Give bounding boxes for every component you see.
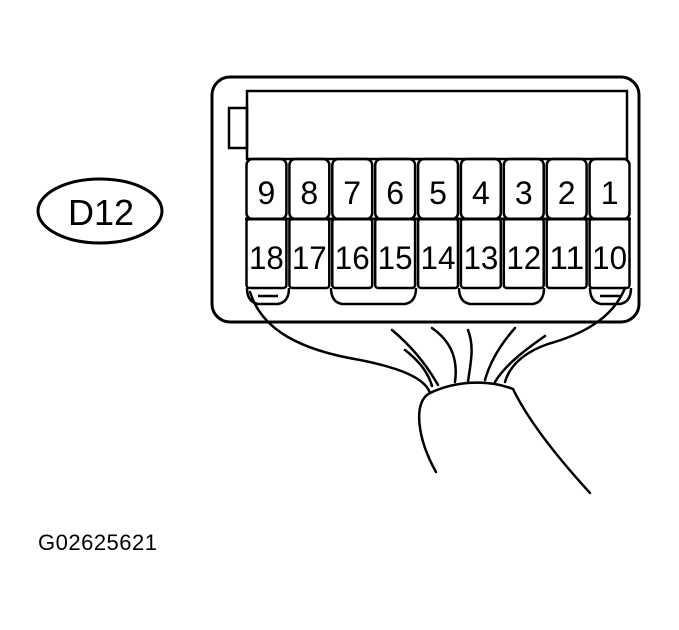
latch-right [588, 287, 633, 306]
pin-number-label: 6 [386, 175, 404, 211]
connector-id-label: D12 [68, 192, 134, 233]
pin-cavity [459, 217, 503, 290]
pin-number-label: 10 [592, 240, 627, 276]
pin-top-cell: 1 [588, 157, 631, 221]
pin-bottom-cell: 16 [331, 217, 374, 290]
pin-top-cell: 6 [373, 157, 417, 221]
pin-number-label: 1 [601, 175, 619, 211]
pin-bottom-cell: 18 [245, 217, 288, 290]
pin-cavity [288, 217, 331, 290]
pin-cavity [545, 217, 588, 290]
pin-number-label: 14 [421, 240, 456, 276]
pin-top-cell: 5 [416, 157, 460, 221]
pin-bottom-cell: 11 [545, 217, 588, 290]
pin-top-cell: 4 [459, 157, 503, 221]
pin-bottom-cell: 15 [373, 217, 417, 290]
pin-number-label: 17 [292, 240, 327, 276]
pin-bottom-cell: 14 [416, 217, 460, 290]
pin-number-label: 13 [463, 240, 498, 276]
pin-cavity [331, 217, 374, 290]
pin-number-label: 5 [429, 175, 447, 211]
pin-bottom-cell: 13 [459, 217, 503, 290]
pin-number-label: 7 [343, 175, 361, 211]
bundle-edge-right [511, 387, 592, 495]
pin-number-label: 3 [515, 175, 533, 211]
pin-number-label: 15 [378, 240, 413, 276]
pin-number-label: 8 [300, 175, 318, 211]
pin-cavity [245, 217, 288, 290]
terminal-latches [245, 287, 633, 306]
connector-id-badge: D12 [36, 177, 164, 245]
pin-number-label: 18 [249, 240, 284, 276]
locking-tab [227, 106, 249, 150]
pin-top-cell: 8 [288, 157, 331, 221]
pin-number-label: 2 [558, 175, 576, 211]
wire [493, 334, 547, 384]
latch-center-left [329, 287, 418, 306]
pin-number-label: 12 [506, 240, 541, 276]
pin-number-label: 16 [335, 240, 370, 276]
pin-bottom-cell: 10 [588, 217, 631, 290]
pin-cavity [416, 217, 460, 290]
pin-number-label: 9 [258, 175, 276, 211]
pin-cavity [588, 217, 631, 290]
latch-left [245, 287, 291, 306]
wire [248, 290, 432, 395]
bundle-end [428, 381, 515, 395]
pin-cavity [502, 217, 545, 290]
bundle-edge-left [417, 391, 438, 474]
pin-cavity [373, 217, 417, 290]
badge-ellipse [36, 177, 164, 245]
wire [390, 328, 440, 387]
housing-top-panel [245, 89, 629, 161]
pin-top-cell: 7 [331, 157, 374, 221]
wire [483, 326, 517, 382]
wire [466, 328, 473, 384]
housing-outline [210, 75, 641, 324]
pin-top-cell: 2 [545, 157, 588, 221]
latch-center-right [457, 287, 546, 306]
pin-top-cell: 9 [245, 157, 288, 221]
figure-code: G02625621 [38, 530, 158, 555]
wire [430, 326, 457, 384]
pin-number-label: 11 [549, 240, 584, 276]
wire-harness [248, 286, 627, 495]
wire [403, 348, 434, 388]
wire [503, 286, 627, 384]
pin-top-cell: 3 [502, 157, 545, 221]
pin-bottom-cell: 17 [288, 217, 331, 290]
pin-bottom-cell: 12 [502, 217, 545, 290]
pin-number-label: 4 [472, 175, 490, 211]
